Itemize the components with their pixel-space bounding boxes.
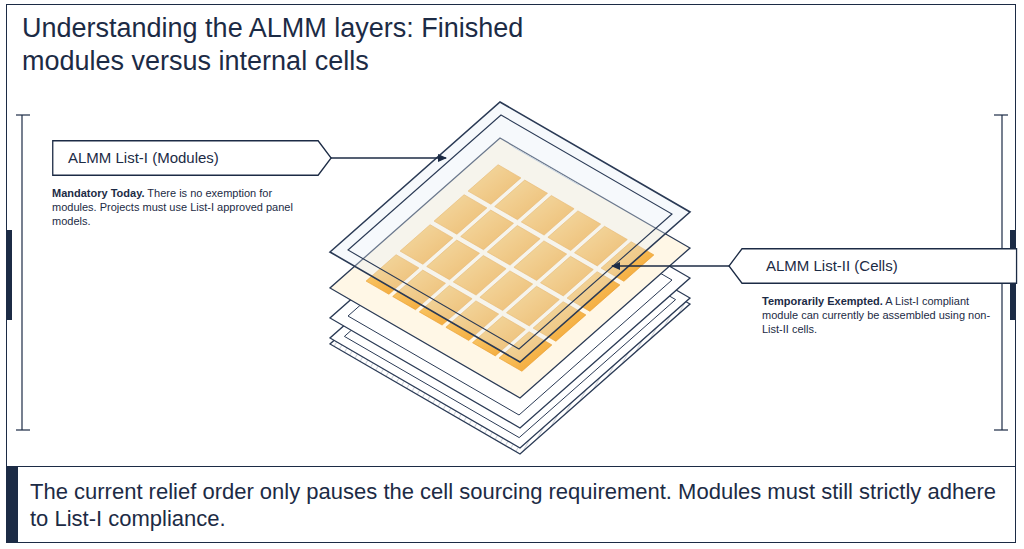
- callout-heading-box: ALMM List-I (Modules): [52, 140, 320, 176]
- callout-outline: [53, 141, 331, 176]
- callout-body: Temporarily Exempted. A List-I compliant…: [762, 294, 997, 336]
- callout-heading-box: ALMM List-II (Cells): [740, 248, 1017, 284]
- glass-glare: [513, 147, 580, 186]
- callout-body: Mandatory Today. There is no exemption f…: [52, 186, 302, 228]
- glass-panel: [348, 115, 672, 349]
- status-label: Temporarily Exempted.: [762, 295, 883, 307]
- status-label: Mandatory Today.: [52, 187, 145, 199]
- diagram-title: Understanding the ALMM layers: Finished …: [22, 12, 542, 78]
- callout-node: ALMM List-I (Modules) Mandatory Today. Th…: [52, 140, 302, 228]
- leader-line: [612, 265, 738, 266]
- callout-heading: ALMM List-II (Cells): [766, 257, 898, 274]
- callout-node: ALMM List-II (Cells) Temporarily Exempted…: [740, 248, 985, 336]
- diagram-caption: The current relief order only pauses the…: [30, 478, 1000, 532]
- callout-outline: [729, 249, 1017, 284]
- callout-heading: ALMM List-I (Modules): [68, 149, 219, 166]
- caption-band: [6, 466, 1016, 543]
- caption-accent-bar: [6, 466, 18, 543]
- top-frame: [330, 102, 690, 362]
